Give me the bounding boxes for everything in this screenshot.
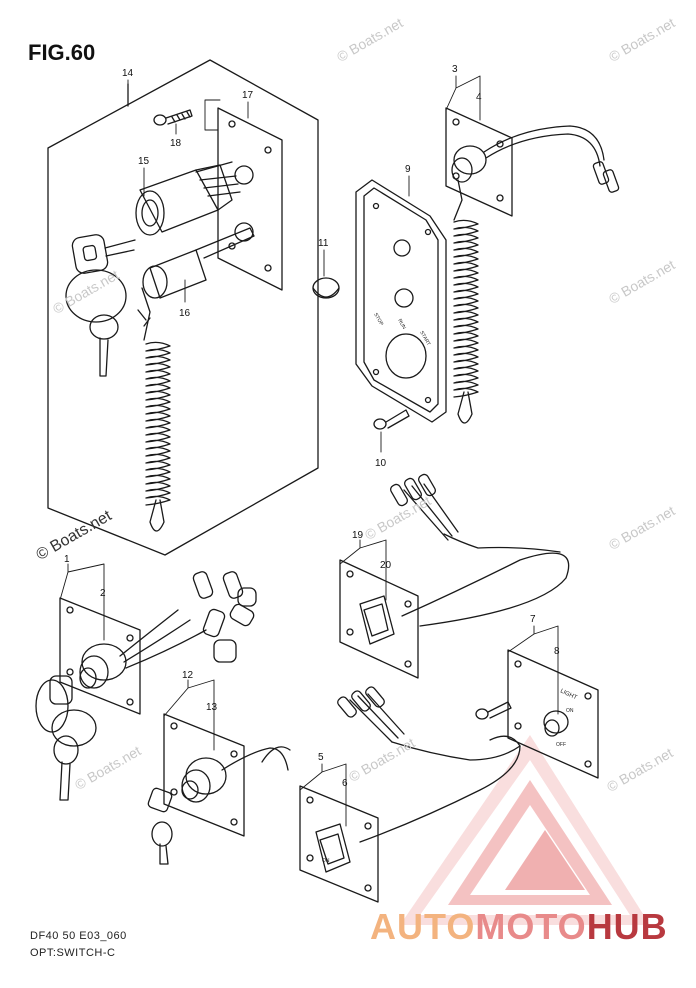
label-20: 20 — [380, 560, 392, 571]
brand-part-1: AUTO — [370, 906, 476, 947]
label-12: 12 — [182, 670, 194, 681]
lanyard-loop — [457, 391, 473, 424]
brand-part-3: HUB — [586, 906, 668, 947]
label-15: 15 — [138, 156, 150, 167]
coil-path — [145, 341, 171, 506]
key-switch-panel-12 — [163, 713, 291, 837]
screw-light — [475, 701, 512, 720]
diagram-code: DF40 50 E03_060 — [30, 930, 127, 942]
mount-panel-17 — [217, 107, 283, 291]
label-7: 7 — [530, 614, 536, 625]
plate-label-stop: STOP — [372, 312, 384, 327]
screw-10 — [373, 409, 410, 430]
label-18: 18 — [170, 138, 182, 149]
label-10: 10 — [375, 458, 387, 469]
switch-panel-19 — [339, 473, 570, 679]
brand-part-2: MOTO — [475, 906, 587, 947]
screw-18 — [153, 109, 193, 126]
label-1: 1 — [64, 554, 70, 565]
label-9: 9 — [405, 164, 411, 175]
label-17: 17 — [242, 90, 254, 101]
light-label-off: OFF — [556, 742, 566, 748]
label-4: 4 — [476, 92, 482, 103]
coil-path — [453, 219, 479, 398]
lanyard-coil-3 — [453, 219, 479, 424]
switch-panel-5: ON — [299, 686, 521, 903]
label-14: 14 — [122, 68, 134, 79]
figure-title: FIG.60 — [28, 40, 96, 65]
switch-plate-9: STOP RUN START — [355, 179, 447, 423]
key-set-15 — [65, 234, 136, 377]
leader-lines — [59, 75, 559, 827]
label-16: 16 — [179, 308, 191, 319]
key-switch-panel-1 — [59, 571, 257, 715]
label-3: 3 — [452, 64, 458, 75]
key-switch-15 — [135, 161, 241, 236]
cap-11 — [312, 277, 340, 299]
mount-panel-3 — [445, 107, 620, 221]
label-5: 5 — [318, 752, 324, 763]
light-label-on: ON — [566, 708, 574, 714]
stop-switch-16 — [137, 227, 255, 341]
label-6: 6 — [342, 778, 348, 789]
label-13: 13 — [206, 702, 218, 713]
key-set-1 — [35, 675, 97, 801]
part-labels: 1 2 3 4 5 6 7 8 9 10 11 12 13 14 15 16 1… — [64, 64, 560, 789]
plate-label-run: RUN — [396, 318, 407, 331]
rocker-label-on: ON — [322, 858, 330, 864]
label-11: 11 — [318, 238, 329, 249]
plate-label-start: START — [418, 330, 431, 347]
light-label: LIGHT — [559, 688, 578, 701]
key-set-12 — [147, 787, 173, 865]
label-8: 8 — [554, 646, 560, 657]
brand-logo-text: AUTOMOTOHUB — [370, 906, 668, 948]
label-19: 19 — [352, 530, 364, 541]
lanyard-loop — [149, 499, 165, 532]
diagram-caption: OPT:SWITCH-C — [30, 947, 116, 959]
logo-triangle — [400, 735, 650, 925]
label-2: 2 — [100, 588, 106, 599]
lanyard-coil-16 — [145, 341, 171, 532]
